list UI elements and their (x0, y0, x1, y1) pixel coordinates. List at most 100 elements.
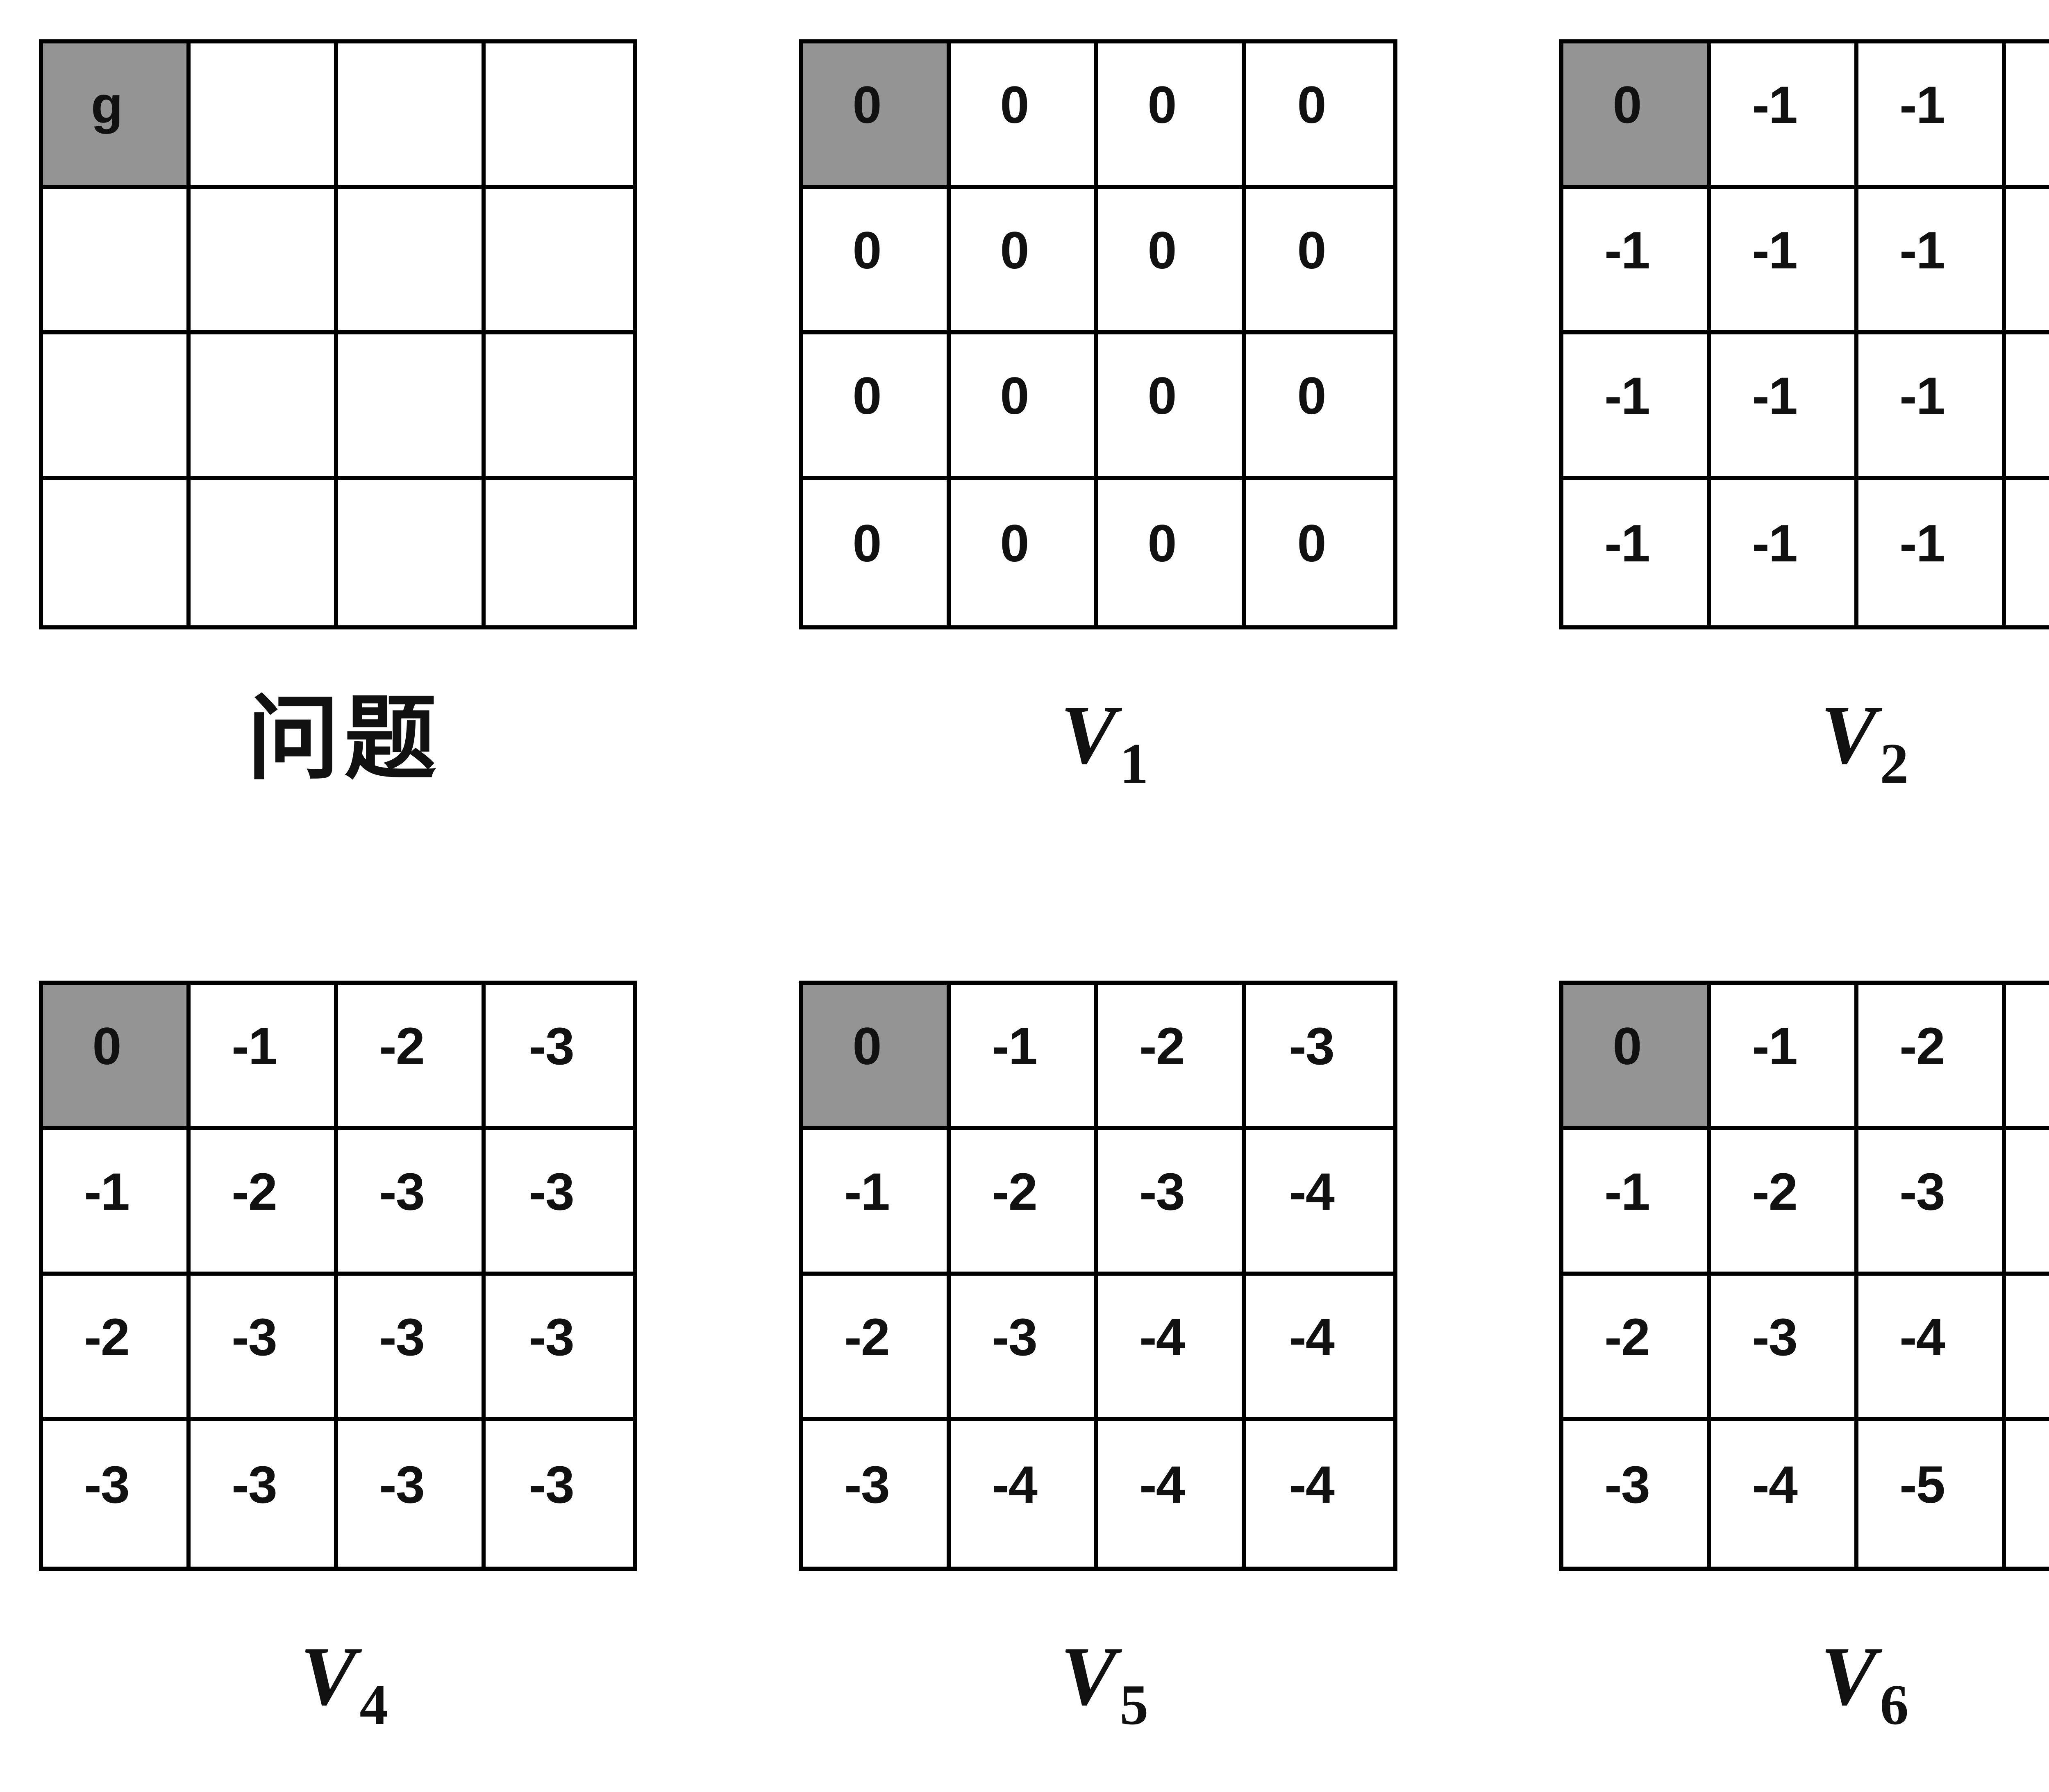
grid-cell-V1-r2c1: 0 (951, 334, 1098, 480)
cell-value: 0 (1000, 221, 1029, 280)
grid-cell-V4-r1c3: -3 (486, 1130, 633, 1276)
panel-V2: 0-1-1-1-1-1-1-1-1-1-1-1-1-1-1-1V2 (1559, 39, 2049, 851)
cell-value: 0 (1613, 1017, 1642, 1076)
panel-label-V2: V2 (1559, 691, 2049, 794)
cell-value: 0 (852, 221, 881, 280)
cell-value: -1 (992, 1017, 1038, 1076)
cell-value: -3 (529, 1456, 575, 1514)
grid-cell-V4-r2c0: -2 (43, 1276, 191, 1421)
grid-cell-V2-r3c1: -1 (1711, 480, 1858, 625)
cell-value: -1 (1899, 221, 1945, 280)
grid-cell-problem-r2c3 (486, 334, 633, 480)
grid-cell-V5-r2c1: -3 (951, 1276, 1098, 1421)
cell-value: -3 (529, 1308, 575, 1367)
grid-cell-V2-r1c2: -1 (1858, 189, 2006, 334)
cell-value: -4 (1139, 1456, 1185, 1514)
grid-cell-V1-r3c0: 0 (803, 480, 951, 625)
grid-cell-V6-r3c2: -5 (1858, 1421, 2006, 1567)
label-subscript: 5 (1120, 1673, 1149, 1737)
cell-value: -1 (1752, 1017, 1798, 1076)
panel-label-V1: V1 (799, 691, 1410, 794)
grid-cell-V1-r1c2: 0 (1098, 189, 1246, 334)
grid-cell-V5-r3c0: -3 (803, 1421, 951, 1567)
grid-cell-V4-r0c3: -3 (486, 985, 633, 1130)
cell-value: -5 (1899, 1456, 1945, 1514)
grid-cell-V2-r2c2: -1 (1858, 334, 2006, 480)
cell-value: 0 (1613, 76, 1642, 134)
cell-value: -3 (379, 1456, 425, 1514)
grid-cell-V6-r0c1: -1 (1711, 985, 1858, 1130)
cell-value: -3 (529, 1163, 575, 1221)
value-grid-V6: 0-1-2-3-1-2-3-4-2-3-4-5-3-4-5-5 (1559, 981, 2049, 1571)
grid-cell-V4-r3c1: -3 (191, 1421, 338, 1567)
grid-cell-problem-r2c2 (338, 334, 486, 480)
label-base: V (1820, 688, 1877, 781)
cell-value: -2 (992, 1163, 1038, 1221)
cell-value: -1 (1899, 514, 1945, 573)
grid-cell-V6-r1c1: -2 (1711, 1130, 1858, 1276)
cell-value: -2 (1752, 1163, 1798, 1221)
grid-cell-V6-r3c0: -3 (1563, 1421, 1711, 1567)
cell-value: 0 (1147, 514, 1177, 573)
grid-cell-V5-r0c3: -3 (1246, 985, 1393, 1130)
cell-value: -3 (84, 1456, 130, 1514)
cell-value: -1 (1752, 221, 1798, 280)
cell-value: -3 (1899, 1163, 1945, 1221)
cell-value: 0 (852, 514, 881, 573)
cell-value: 0 (1297, 367, 1326, 425)
grid-cell-V5-r2c2: -4 (1098, 1276, 1246, 1421)
cell-value: -1 (1752, 367, 1798, 425)
grid-cell-problem-r1c2 (338, 189, 486, 334)
grid-cell-V5-r1c0: -1 (803, 1130, 951, 1276)
grid-cell-V5-r3c1: -4 (951, 1421, 1098, 1567)
goal-cell-V4-r0c0: 0 (43, 985, 191, 1130)
grid-cell-V6-r1c3: -4 (2006, 1130, 2049, 1276)
cell-value: -3 (232, 1308, 277, 1367)
label-base: V (300, 1630, 357, 1723)
grid-cell-V1-r0c3: 0 (1246, 43, 1393, 189)
cell-value: -2 (844, 1308, 890, 1367)
grid-cell-V5-r1c3: -4 (1246, 1130, 1393, 1276)
grid-cell-V1-r1c3: 0 (1246, 189, 1393, 334)
cell-value: 0 (1297, 514, 1326, 573)
grid-cell-V1-r0c2: 0 (1098, 43, 1246, 189)
grid-cell-V5-r0c1: -1 (951, 985, 1098, 1130)
grid-cell-V5-r1c1: -2 (951, 1130, 1098, 1276)
grid-cell-V2-r3c3: -1 (2006, 480, 2049, 625)
cell-value: -1 (1752, 514, 1798, 573)
grid-cell-V4-r1c1: -2 (191, 1130, 338, 1276)
cell-value: 0 (1147, 221, 1177, 280)
goal-cell-problem-r0c0: g (43, 43, 191, 189)
cell-value: -3 (529, 1017, 575, 1076)
cell-value: -1 (1752, 76, 1798, 134)
cell-value: -3 (1139, 1163, 1185, 1221)
grid-cell-V5-r3c3: -4 (1246, 1421, 1393, 1567)
goal-cell-V1-r0c0: 0 (803, 43, 951, 189)
cell-value: 0 (852, 1017, 881, 1076)
label-subscript: 2 (1880, 732, 1909, 795)
grid-cell-problem-r2c0 (43, 334, 191, 480)
grid-cell-V4-r3c0: -3 (43, 1421, 191, 1567)
grid-cell-V6-r3c3: -5 (2006, 1421, 2049, 1567)
grid-cell-problem-r1c1 (191, 189, 338, 334)
cell-value: -3 (379, 1163, 425, 1221)
goal-cell-V5-r0c0: 0 (803, 985, 951, 1130)
grid-cell-V4-r0c2: -2 (338, 985, 486, 1130)
grid-cell-V6-r1c0: -1 (1563, 1130, 1711, 1276)
grid-cell-V4-r1c2: -3 (338, 1130, 486, 1276)
cell-value: -2 (1604, 1308, 1650, 1367)
grid-cell-V2-r0c3: -1 (2006, 43, 2049, 189)
cell-value: 0 (1000, 76, 1029, 134)
grid-cell-V1-r2c0: 0 (803, 334, 951, 480)
cell-value: 0 (1297, 221, 1326, 280)
label-base: V (1060, 688, 1117, 781)
cell-value: 0 (1147, 76, 1177, 134)
grid-cell-problem-r1c3 (486, 189, 633, 334)
grid-cell-V5-r2c0: -2 (803, 1276, 951, 1421)
grid-cell-V2-r1c0: -1 (1563, 189, 1711, 334)
cell-value: -1 (1604, 1163, 1650, 1221)
